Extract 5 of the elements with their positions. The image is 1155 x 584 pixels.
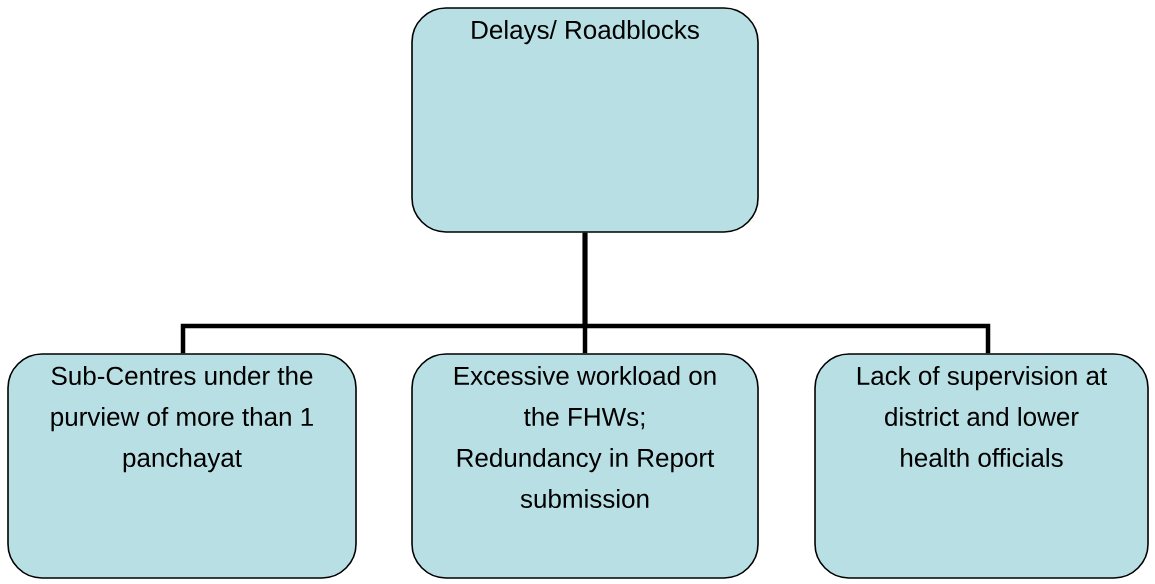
branch-box: Sub-Centres under the purview of more than 1 panchayat [7,353,357,579]
branch-box: Lack of supervision at district and lower health officials [814,353,1149,579]
branch-box: Excessive workload on the FHWs; Redundancy in Report submission [411,353,759,579]
connector [582,232,991,354]
root-box: Delays/ Roadblocks [411,7,759,233]
